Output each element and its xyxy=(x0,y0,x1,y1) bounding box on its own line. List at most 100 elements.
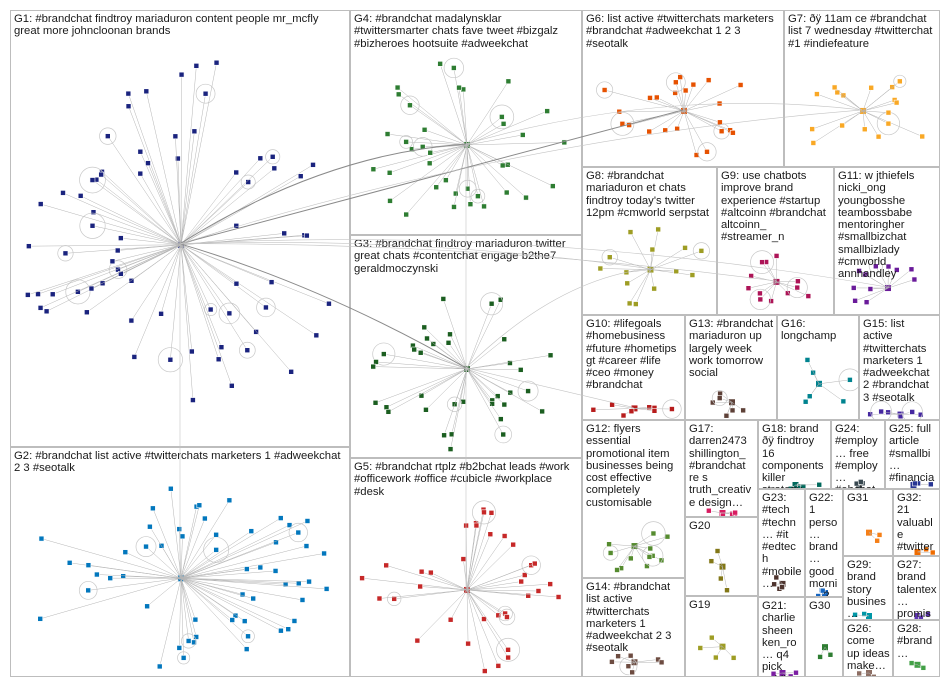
node-g2 xyxy=(107,575,114,581)
node-g2 xyxy=(285,626,292,632)
node-g2 xyxy=(277,515,284,521)
group-box-g12[interactable]: G12: flyers essential promotional item b… xyxy=(582,420,685,578)
group-box-g9[interactable]: G9: use chatbots improve brand experienc… xyxy=(717,167,834,315)
group-nodes-g19 xyxy=(697,634,737,661)
node-g1 xyxy=(257,155,264,162)
group-box-g28[interactable]: G28: #brand… xyxy=(893,620,940,677)
group-box-g4[interactable]: G4: #brandchat madalynsklar #twittersmar… xyxy=(350,10,582,235)
group-box-g7[interactable]: G7: ðÿ 11am ce #brandchat list 7 wednesd… xyxy=(784,10,940,167)
node-g12 xyxy=(606,541,612,547)
edge-g7 xyxy=(862,110,889,113)
edge-g10 xyxy=(593,408,635,411)
group-box-g5[interactable]: G5: #brandchat rtplz #b2bchat leads #wor… xyxy=(350,458,582,677)
group-nodes-g9 xyxy=(745,250,812,310)
edge-g5 xyxy=(466,525,477,590)
group-box-g30[interactable]: G30 xyxy=(805,597,843,677)
node-g5 xyxy=(447,616,454,623)
group-box-g2[interactable]: G2: #brandchat list active #twitterchats… xyxy=(10,447,350,677)
group-box-g1[interactable]: G1: #brandchat findtroy mariaduron conte… xyxy=(10,10,350,447)
node-g23 xyxy=(773,574,780,581)
edge-g14 xyxy=(634,659,659,663)
node-g5 xyxy=(481,668,488,674)
group-box-g31[interactable]: G31 xyxy=(843,489,893,556)
group-nodes-g11 xyxy=(850,259,918,305)
group-box-g15[interactable]: G15: list active #twitterchats marketers… xyxy=(859,315,940,420)
group-box-g25[interactable]: G25: full article #smallbi… #financia… #… xyxy=(885,420,940,489)
group-box-g26[interactable]: G26: come up ideas make… xyxy=(843,620,893,677)
group-box-g22[interactable]: G22: 1 perso… brand… good morni… 2 thing… xyxy=(805,489,843,597)
node-g4 xyxy=(550,183,556,189)
self-loop-g6 xyxy=(666,72,686,93)
self-loop-g9 xyxy=(749,288,771,310)
node-g3 xyxy=(501,336,508,343)
node-g4 xyxy=(419,144,426,150)
edge-g2 xyxy=(180,578,295,622)
edge-g1 xyxy=(180,172,237,245)
node-g1 xyxy=(143,88,150,95)
node-g2 xyxy=(241,618,248,624)
group-box-g13[interactable]: G13: #brandchat mariaduron up largely we… xyxy=(685,315,777,420)
node-g15 xyxy=(917,411,924,418)
edge-g6 xyxy=(604,89,685,112)
node-g1 xyxy=(137,170,144,177)
node-g2 xyxy=(248,528,255,534)
edge-g12 xyxy=(609,543,635,547)
group-nodes-g21 xyxy=(770,669,799,676)
group-box-g23[interactable]: G23: #tech #techn… #it #edtech #mobile… xyxy=(758,489,805,597)
group-box-g17[interactable]: G17: darren2473 shillington_ #brandchat … xyxy=(685,420,758,517)
edge-g3 xyxy=(388,368,468,413)
node-g11 xyxy=(885,263,892,270)
edge-g11 xyxy=(866,287,889,303)
node-g5 xyxy=(531,560,538,567)
edge-g5 xyxy=(466,589,508,618)
group-box-g11[interactable]: G11: w jthiefels nicki_ong youngbosshe t… xyxy=(834,167,940,315)
edge-g2 xyxy=(180,500,230,579)
node-g19 xyxy=(730,655,737,661)
node-g27 xyxy=(925,611,931,618)
group-box-g6[interactable]: G6: list active #twitterchats marketers … xyxy=(582,10,784,167)
group-box-g29[interactable]: G29: brand story busines… xyxy=(843,556,893,620)
node-g6 xyxy=(718,128,725,135)
edge-g2 xyxy=(180,578,286,585)
group-box-g10[interactable]: G10: #lifegoals #homebusiness #future #h… xyxy=(582,315,685,420)
node-g2 xyxy=(250,595,256,602)
edge-g1 xyxy=(170,244,182,360)
node-g10 xyxy=(651,407,658,414)
edge-g1 xyxy=(65,244,182,254)
edge-g3 xyxy=(443,298,468,370)
edge-g5 xyxy=(466,535,505,591)
group-box-g32[interactable]: G32: 21 valuable #twitter… #online… xyxy=(893,489,940,556)
group-box-g8[interactable]: G8: #brandchat mariaduron et chats findt… xyxy=(582,167,717,315)
node-g20 xyxy=(708,558,715,564)
edge-g4 xyxy=(409,105,468,146)
group-box-g20[interactable]: G20 xyxy=(685,517,758,596)
edge-g2 xyxy=(146,578,182,607)
node-g2 xyxy=(323,586,330,592)
edge-g5 xyxy=(466,512,492,591)
edge-g2 xyxy=(180,578,247,650)
group-box-g24[interactable]: G24: #employ… free #employ… #ebchat… xyxy=(831,420,885,489)
group-box-g19[interactable]: G19 xyxy=(685,596,758,677)
group-box-g18[interactable]: G18: brand ðÿ findtroy 16 components kil… xyxy=(758,420,831,489)
node-g5 xyxy=(521,572,528,578)
node-g12 xyxy=(646,554,653,560)
edge-g1 xyxy=(180,74,182,245)
edge-g1 xyxy=(40,203,182,246)
group-box-g27[interactable]: G27: brand talentex… promise xyxy=(893,556,940,620)
node-g3 xyxy=(373,359,379,365)
node-g6 xyxy=(737,82,744,88)
node-g4 xyxy=(467,201,474,207)
group-box-g16[interactable]: G16: longchamp xyxy=(777,315,859,420)
self-loop-g1 xyxy=(79,166,106,194)
group-box-g14[interactable]: G14: #brandchat list active #twitterchat… xyxy=(582,578,685,677)
node-g2 xyxy=(299,597,306,603)
group-box-g21[interactable]: G21: charlie sheen ken_ro… q4 pick publi… xyxy=(758,597,805,677)
node-g4 xyxy=(475,193,481,199)
edge-g1 xyxy=(180,244,233,386)
edge-g2 xyxy=(180,568,247,579)
node-g5 xyxy=(487,531,494,538)
edge-g1 xyxy=(160,244,182,314)
node-g1 xyxy=(178,71,185,78)
node-g2 xyxy=(120,573,126,579)
group-box-g3[interactable]: G3: #brandchat findtroy mariaduron twitt… xyxy=(350,235,582,458)
